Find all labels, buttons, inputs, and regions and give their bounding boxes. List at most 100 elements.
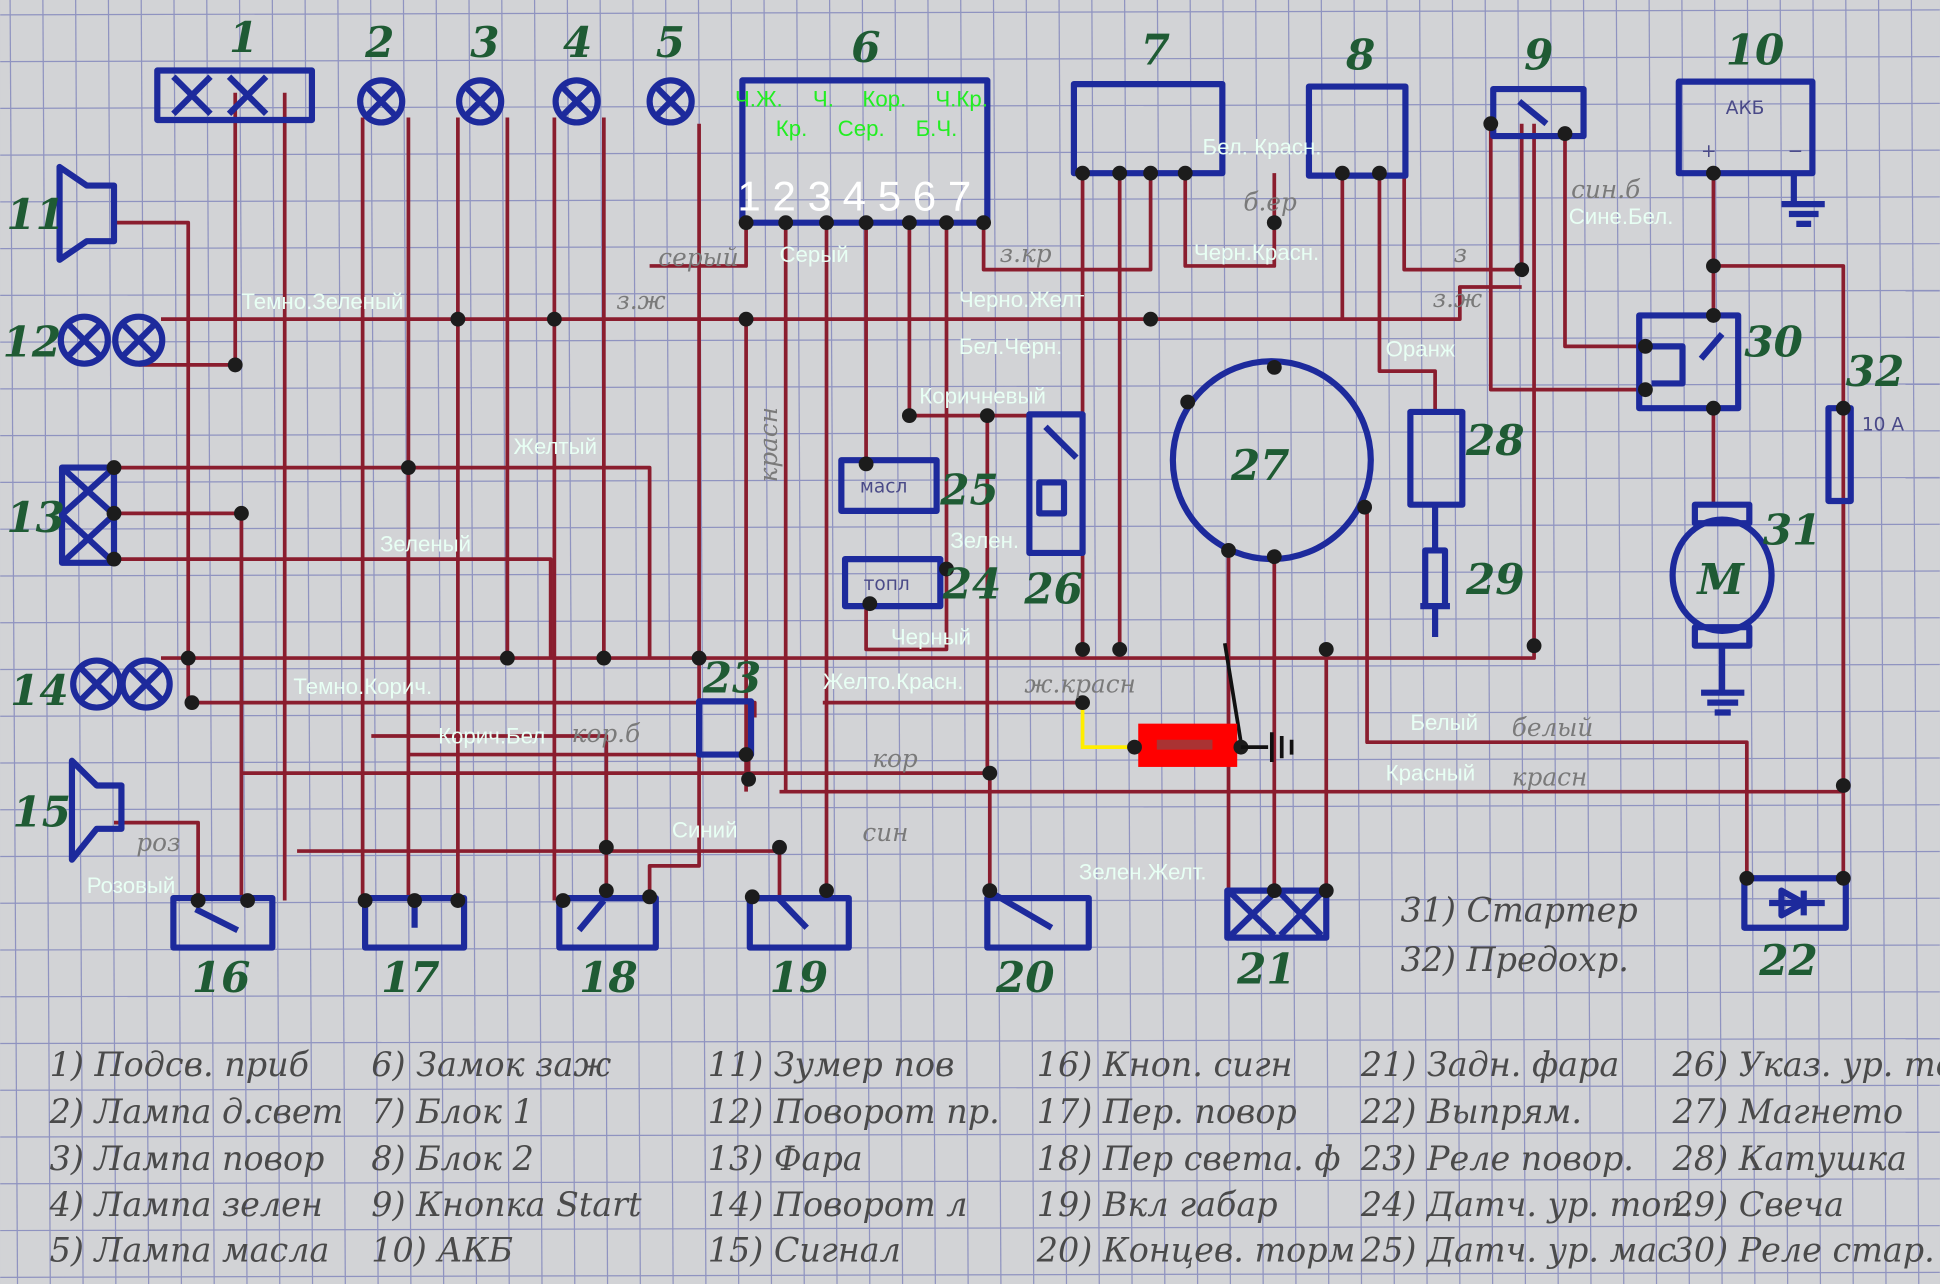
component-number: 21 <box>1236 944 1296 993</box>
fuse-rating: 10 A <box>1862 414 1904 435</box>
legend-item: 30) Реле стар. <box>1673 1231 1935 1270</box>
grid-line <box>304 0 314 1284</box>
wire-label: Сине.Бел. <box>1569 204 1674 229</box>
junction-dot <box>1112 165 1128 181</box>
component-number: 6 <box>851 23 880 72</box>
legend-item: 3) Лампа повор <box>50 1139 325 1178</box>
grid-line <box>0 897 1940 904</box>
wire <box>1488 123 1646 392</box>
legend-item: 1) Подсв. приб <box>50 1045 310 1084</box>
component-number: 27 <box>1230 441 1290 490</box>
legend-item: 29) Свеча <box>1672 1185 1844 1224</box>
junction-dot <box>1266 359 1282 375</box>
grid-line <box>763 0 773 1284</box>
grid-line <box>0 1084 1940 1091</box>
legend-item: 21) Задн. фара <box>1360 1045 1619 1084</box>
pencil-note: б.ер <box>1243 187 1297 216</box>
grid-line <box>173 0 183 1284</box>
grid-line <box>0 523 1940 530</box>
junction-dot <box>596 650 612 666</box>
grid-line <box>0 196 1940 203</box>
grid-line <box>0 149 1940 156</box>
legend-item: 8) Блок 2 <box>371 1139 534 1178</box>
junction-dot <box>1318 883 1334 899</box>
legend-item: 5) Лампа масла <box>50 1231 330 1270</box>
pencil-note: з <box>1454 239 1467 268</box>
grid-line <box>0 476 1940 484</box>
wire-green <box>113 557 553 659</box>
grid-line <box>1582 0 1592 1284</box>
component-number: 11 <box>6 190 65 239</box>
legend-item: 4) Лампа зелен <box>49 1185 323 1224</box>
wire-label: Оранж <box>1386 336 1455 361</box>
grid-line <box>1353 0 1363 1284</box>
turn-relay <box>696 698 755 758</box>
junction-dot <box>1180 394 1196 410</box>
ignition-pin-numbers: 1 2 3 4 5 6 7 <box>737 172 971 219</box>
horn-button <box>170 894 276 951</box>
junction-dot <box>598 839 614 855</box>
grid-line <box>0 102 1940 109</box>
junction-dot <box>1526 638 1542 654</box>
component-number: 29 <box>1465 555 1525 604</box>
junction-dot <box>741 771 756 787</box>
oil-level-sensor: масл <box>838 457 940 514</box>
junction-dot <box>738 215 754 231</box>
grid-line <box>1058 0 1068 1284</box>
component-number: 8 <box>1345 30 1375 79</box>
grid-line <box>0 1271 1940 1278</box>
grid-line <box>0 850 1940 858</box>
block-2 <box>1305 83 1409 179</box>
junction-dot <box>1075 642 1090 657</box>
junction-dot <box>227 357 243 373</box>
junction-dot <box>862 596 878 612</box>
junction-dot <box>1334 165 1350 181</box>
turn-signal-right <box>57 313 166 367</box>
junction-dot <box>1706 308 1721 323</box>
component-number: 25 <box>939 466 999 515</box>
grid-line <box>1124 0 1133 1284</box>
legend-item: 6) Замок заж <box>371 1045 611 1084</box>
component-number: 30 <box>1744 317 1803 366</box>
wire-label: Темно.Зеленый <box>241 289 403 314</box>
component-number: 10 <box>1726 25 1785 74</box>
junction-dot <box>858 215 874 231</box>
added-fuse-highlight <box>1075 695 1294 767</box>
fuel-level-sensor: топл <box>841 556 944 610</box>
legend-item: 32) Предохр. <box>1400 940 1628 979</box>
ignition-coil <box>1407 408 1466 508</box>
connector-color-label: Кр. <box>776 116 808 141</box>
brake-limit-switch <box>984 890 1092 951</box>
component-number: 1 <box>229 13 258 62</box>
junction-dot <box>772 839 787 855</box>
junction-dot <box>858 456 874 472</box>
junction-dot <box>744 889 760 905</box>
grid-line <box>0 9 1940 16</box>
pencil-note: красн <box>754 407 783 482</box>
legend-item: 11) Зумер пов <box>708 1045 955 1084</box>
grid-line <box>894 0 904 1284</box>
junction-dot <box>976 215 992 231</box>
junction-dot <box>979 408 995 424</box>
junction-dot <box>400 460 416 476</box>
grid-line <box>1648 0 1658 1284</box>
light-switch <box>556 894 659 951</box>
grid-line <box>1517 0 1527 1284</box>
wire-label: Зеленый <box>380 532 471 557</box>
connector-color-label: Сер. <box>838 116 885 141</box>
grid-line <box>0 991 1940 998</box>
rectifier-diode-icon <box>1741 875 1849 931</box>
grid-line <box>1910 0 1920 1284</box>
battery-plus: + <box>1701 141 1717 162</box>
connector-color-label: Ч.Ж. <box>735 86 783 111</box>
junction-dot <box>1637 338 1653 354</box>
grid-line <box>1451 0 1461 1284</box>
legend-item: 27) Магнето <box>1672 1092 1904 1131</box>
grid-line <box>1845 0 1854 1284</box>
wire-label: Зелен. <box>950 528 1019 553</box>
component-number: 19 <box>770 953 829 1002</box>
wire-label: Зелен.Желт. <box>1079 860 1207 885</box>
grid-line <box>992 0 1002 1284</box>
